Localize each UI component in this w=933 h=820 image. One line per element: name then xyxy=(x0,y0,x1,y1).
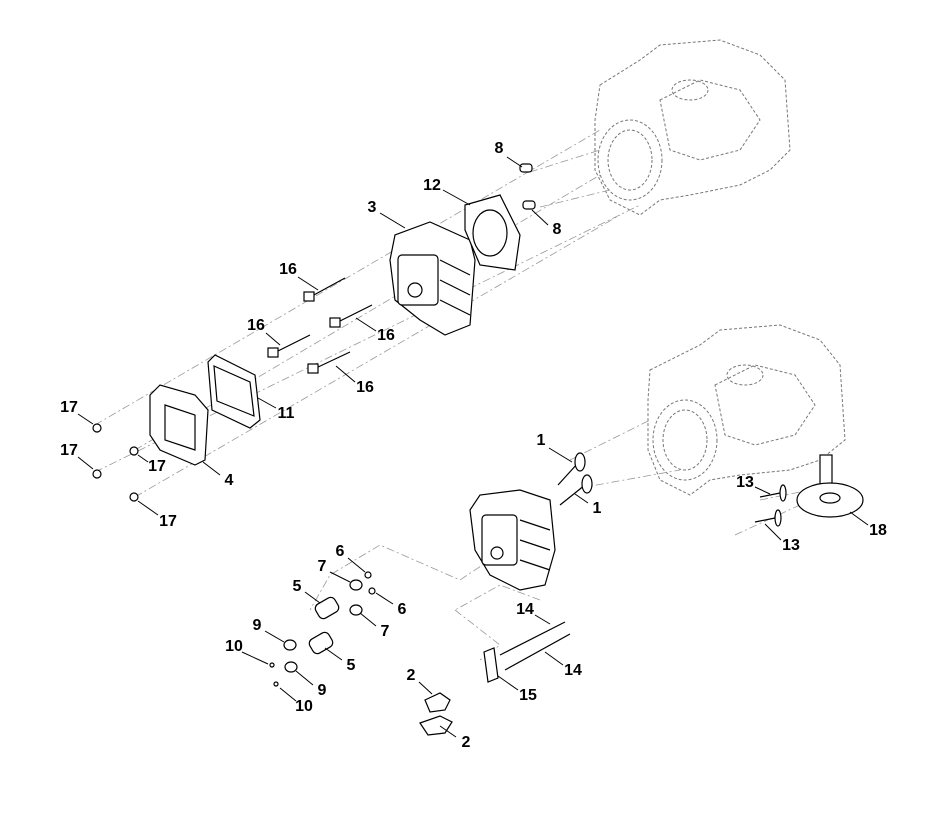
callout-label: 16 xyxy=(279,261,297,278)
callout-label: 1 xyxy=(536,432,546,449)
callout-label: 6 xyxy=(397,601,407,618)
tappets xyxy=(754,484,787,527)
callout-label: 2 xyxy=(461,734,471,751)
callout-label: 17 xyxy=(159,513,177,530)
cover-screws xyxy=(92,423,139,502)
callout-label: 1 xyxy=(592,500,602,517)
cover-gasket-inner xyxy=(213,365,255,417)
guide-plate xyxy=(483,647,499,683)
callout-label: 18 xyxy=(869,522,887,539)
callout-label: 3 xyxy=(367,199,377,216)
head-gasket xyxy=(464,194,521,271)
callout-label: 9 xyxy=(317,682,327,699)
push-rods xyxy=(499,621,571,671)
callout-label: 5 xyxy=(292,578,302,595)
callout-label: 4 xyxy=(224,472,234,489)
dowel-pin xyxy=(519,163,533,173)
callout-label: 16 xyxy=(247,317,265,334)
camshaft-gear xyxy=(796,454,864,518)
cylinder-head-upper xyxy=(389,221,476,336)
callout-label: 17 xyxy=(60,442,78,459)
callout-label: 10 xyxy=(295,698,313,715)
callout-label: 13 xyxy=(782,537,800,554)
callout-label: 9 xyxy=(252,617,262,634)
callout-label: 16 xyxy=(377,327,395,344)
callout-label: 14 xyxy=(516,601,534,618)
callout-label: 12 xyxy=(423,177,441,194)
cylinder-head-lower xyxy=(469,489,556,591)
callout-label: 15 xyxy=(519,687,537,704)
rocker-arm xyxy=(424,692,451,713)
valve-keepers xyxy=(269,571,376,687)
callout-label: 8 xyxy=(494,140,504,157)
valve-springs xyxy=(308,596,340,655)
callout-label: 6 xyxy=(335,543,345,560)
callout-label: 7 xyxy=(317,558,327,575)
rocker-arm xyxy=(419,715,453,736)
head-bolts xyxy=(267,277,373,374)
callout-label: 17 xyxy=(60,399,78,416)
callout-label: 14 xyxy=(564,662,582,679)
alignment-lines xyxy=(94,129,811,661)
engine-block-upper xyxy=(594,39,791,216)
callout-label: 17 xyxy=(148,458,166,475)
callout-label: 7 xyxy=(380,623,390,640)
callout-label: 16 xyxy=(356,379,374,396)
valve-cover xyxy=(149,384,209,466)
callout-label: 8 xyxy=(552,221,562,238)
engine-block-lower xyxy=(647,324,846,496)
callout-label: 11 xyxy=(277,405,295,422)
callout-label: 2 xyxy=(406,667,416,684)
valves xyxy=(557,452,593,506)
callout-label: 13 xyxy=(736,474,754,491)
leader-lines xyxy=(77,156,869,738)
callout-label: 5 xyxy=(346,657,356,674)
dowel-pin xyxy=(522,200,536,210)
spring-retainers xyxy=(283,579,363,673)
callout-label: 10 xyxy=(225,638,243,655)
